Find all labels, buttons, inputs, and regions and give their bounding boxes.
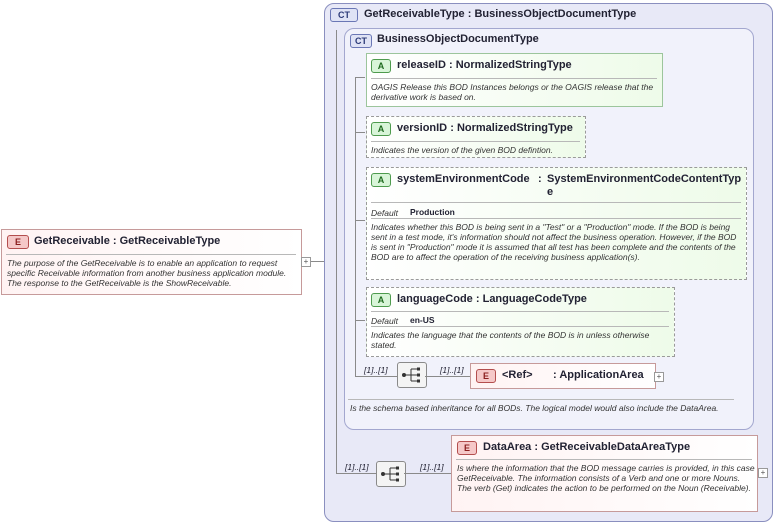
- complex-type-colon: :: [467, 8, 472, 20]
- attribute-languagecode[interactable]: A languageCode : LanguageCodeType Defaul…: [366, 287, 675, 357]
- element-ref-type: ApplicationArea: [559, 369, 644, 381]
- attribute-type: SystemEnvironmentCodeContentType: [547, 173, 742, 198]
- attribute-releaseid[interactable]: A releaseID : NormalizedStringType OAGIS…: [366, 53, 663, 107]
- application-area-element[interactable]: E <Ref> : ApplicationArea: [470, 363, 656, 389]
- element-name: DataArea: [483, 441, 532, 453]
- attribute-name: releaseID: [397, 59, 446, 71]
- attribute-versionid[interactable]: A versionID : NormalizedStringType Indic…: [366, 116, 586, 158]
- app-area-cardinality-left: [1]..[1]: [364, 365, 388, 375]
- attribute-colon: :: [450, 122, 454, 134]
- attribute-colon: :: [475, 293, 480, 305]
- attribute-type: LanguageCodeType: [482, 293, 587, 305]
- root-element-doc: The purpose of the GetReceivable is to e…: [7, 258, 287, 288]
- attribute-colon: :: [538, 173, 542, 185]
- root-element-box[interactable]: E GetReceivable : GetReceivableType The …: [1, 229, 302, 295]
- base-type-badge: CT: [350, 34, 372, 48]
- attribute-default-label: Default: [371, 208, 398, 218]
- app-area-cardinality-right: [1]..[1]: [440, 365, 464, 375]
- app-area-expand-toggle[interactable]: +: [654, 372, 664, 382]
- data-area-cardinality-right: [1]..[1]: [420, 462, 444, 472]
- element-doc: Is where the information that the BOD me…: [457, 463, 755, 493]
- complex-type-badge: CT: [330, 8, 358, 22]
- attribute-default-label: Default: [371, 316, 398, 326]
- attribute-badge: A: [371, 122, 391, 136]
- attribute-badge: A: [371, 293, 391, 307]
- attribute-type: NormalizedStringType: [455, 59, 572, 71]
- attribute-badge: A: [371, 59, 391, 73]
- sequence-icon[interactable]: [376, 461, 406, 487]
- root-element-type: GetReceivableType: [119, 235, 221, 247]
- attribute-doc: OAGIS Release this BOD Instances belongs…: [371, 82, 654, 102]
- attribute-name: systemEnvironmentCode: [397, 173, 530, 185]
- attribute-doc: Indicates whether this BOD is being sent…: [371, 222, 737, 262]
- complex-type-name: GetReceivableType: [364, 8, 465, 20]
- element-badge: E: [476, 369, 496, 383]
- attribute-default-value: en-US: [410, 315, 435, 325]
- sequence-icon[interactable]: [397, 362, 427, 388]
- attribute-systemenvironmentcode[interactable]: A systemEnvironmentCode : SystemEnvironm…: [366, 167, 747, 280]
- root-collapse-toggle[interactable]: +: [301, 257, 311, 267]
- attribute-name: languageCode: [397, 293, 473, 305]
- data-area-element[interactable]: E DataArea : GetReceivableDataAreaType I…: [451, 435, 758, 512]
- complex-type-base: BusinessObjectDocumentType: [474, 8, 637, 20]
- data-area-cardinality-left: [1]..[1]: [345, 462, 369, 472]
- root-element-colon: :: [112, 235, 117, 247]
- attribute-doc: Indicates the version of the given BOD d…: [371, 145, 553, 155]
- attribute-name: versionID: [397, 122, 448, 134]
- attribute-doc: Indicates the language that the contents…: [371, 330, 650, 350]
- attribute-default-value: Production: [410, 207, 455, 217]
- root-element-name: GetReceivable: [34, 235, 110, 247]
- element-badge: E: [457, 441, 477, 455]
- element-type: GetReceivableDataAreaType: [541, 441, 691, 453]
- element-colon: :: [534, 441, 539, 453]
- attribute-colon: :: [449, 59, 453, 71]
- base-type-name: BusinessObjectDocumentType: [377, 33, 539, 45]
- data-area-expand-toggle[interactable]: +: [758, 468, 768, 478]
- element-badge: E: [7, 235, 29, 249]
- element-colon: :: [553, 369, 557, 381]
- base-type-doc: Is the schema based inheritance for all …: [350, 403, 719, 413]
- attribute-type: NormalizedStringType: [456, 122, 573, 134]
- attribute-badge: A: [371, 173, 391, 187]
- element-ref-label: <Ref>: [502, 369, 533, 381]
